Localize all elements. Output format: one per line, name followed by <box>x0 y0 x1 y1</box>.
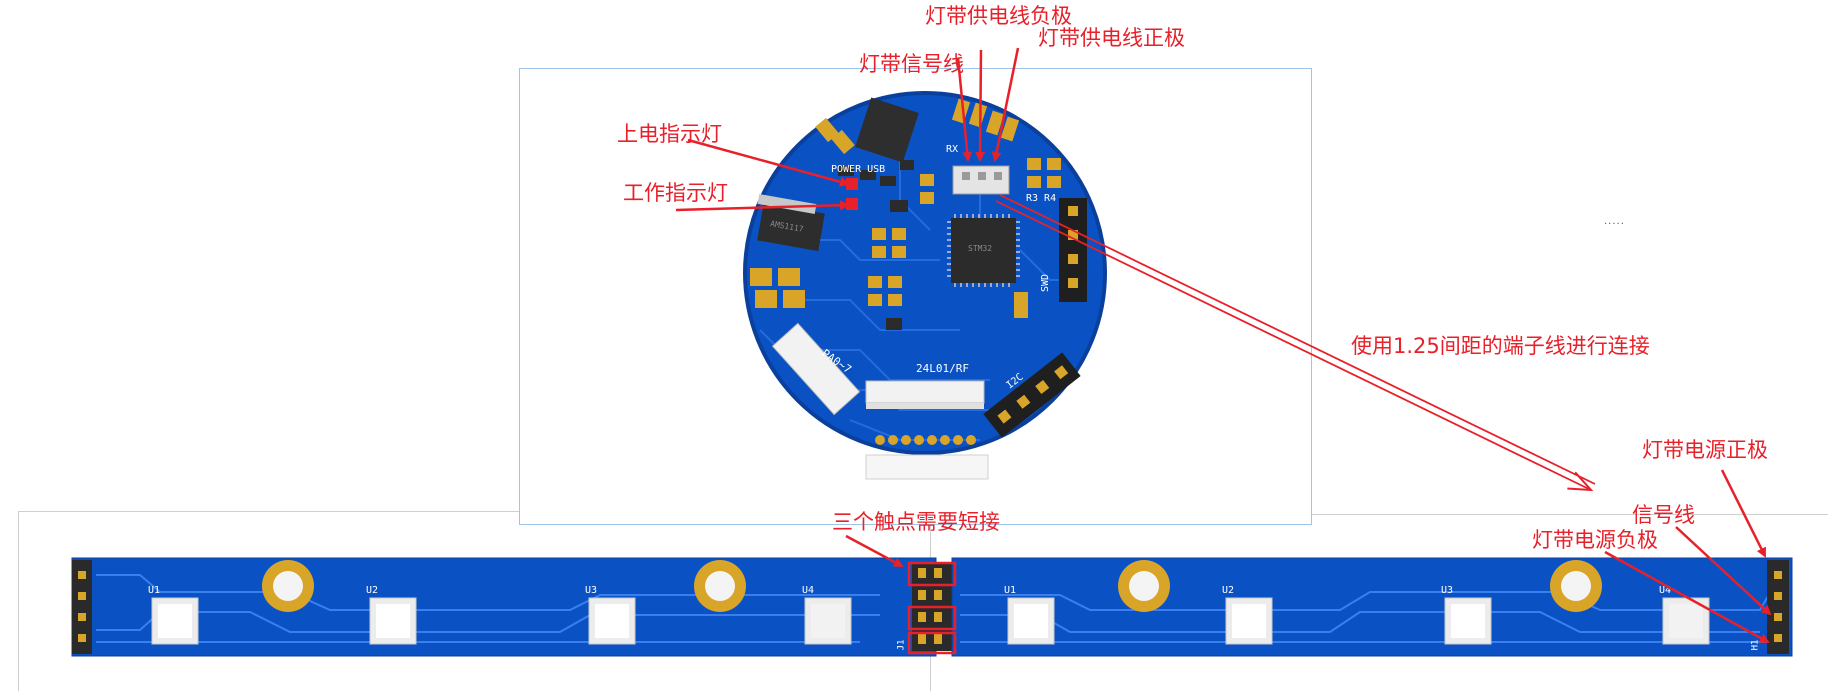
i2c-header <box>983 352 1081 438</box>
arrow-work-led <box>675 200 850 212</box>
left-leds <box>151 597 852 645</box>
mcu-chip <box>947 214 1020 287</box>
left-led-label-4: U4 <box>802 585 815 596</box>
label-strip-pos: 灯带供电线正极 <box>1038 26 1185 50</box>
silk-rf: 24L01/RF <box>916 362 969 375</box>
gold-pads <box>750 98 1061 318</box>
regulator-chip <box>757 202 825 252</box>
right-leds <box>1007 597 1710 645</box>
arrow-strip-power-neg <box>1604 550 1770 644</box>
arrow-strip-power-pos <box>1720 469 1767 558</box>
arrow-short-pads <box>845 534 904 568</box>
arrow-strip-neg <box>975 49 986 162</box>
label-strip-neg: 灯带供电线负极 <box>925 4 1072 28</box>
label-strip-power-neg: 灯带电源负极 <box>1532 528 1658 552</box>
right-led-label-3: U3 <box>1441 585 1454 596</box>
bottom-pad-row <box>875 435 976 445</box>
usb-port <box>865 454 989 480</box>
silk-r3r4: R3 R4 <box>1026 193 1057 204</box>
label-strip-power-pos: 灯带电源正极 <box>1642 438 1768 462</box>
silk-chip: STM32 <box>968 244 993 253</box>
swd-header <box>1059 198 1087 302</box>
left-led-label-1: U1 <box>148 585 161 596</box>
arrow-connector-route <box>995 194 1596 490</box>
label-short-note: 三个触点需要短接 <box>832 510 1000 534</box>
right-led-label-1: U1 <box>1004 585 1017 596</box>
left-led-label-2: U2 <box>366 585 379 596</box>
short-highlight-boxes <box>907 561 957 655</box>
label-work-led: 工作指示灯 <box>623 181 728 205</box>
left-led-label-3: U3 <box>585 585 598 596</box>
right-led-strip <box>951 557 1793 657</box>
arrow-strip-pos <box>991 47 1020 162</box>
right-led-label-2: U2 <box>1222 585 1235 596</box>
left-led-strip <box>71 557 952 657</box>
right-led-label-4: U4 <box>1659 585 1672 596</box>
label-signal-line: 信号线 <box>1632 503 1695 527</box>
rf-connector <box>865 380 985 409</box>
arrow-power-led <box>687 138 850 187</box>
label-power-led: 上电指示灯 <box>617 122 722 146</box>
arrow-signal-line <box>1675 526 1772 616</box>
arrow-strip-signal <box>956 57 973 162</box>
label-strip-signal: 灯带信号线 <box>859 52 964 76</box>
dotted-mark: ..... <box>1604 216 1625 227</box>
silk-power-usb: POWER USB <box>831 164 886 175</box>
pa07-connector <box>771 322 861 416</box>
ic-top <box>855 97 919 163</box>
label-connector-note: 使用1.25间距的端子线进行连接 <box>1351 334 1650 358</box>
board-disk <box>743 91 1107 455</box>
silk-rx: RX <box>946 144 959 155</box>
strip-connector <box>952 165 1010 195</box>
